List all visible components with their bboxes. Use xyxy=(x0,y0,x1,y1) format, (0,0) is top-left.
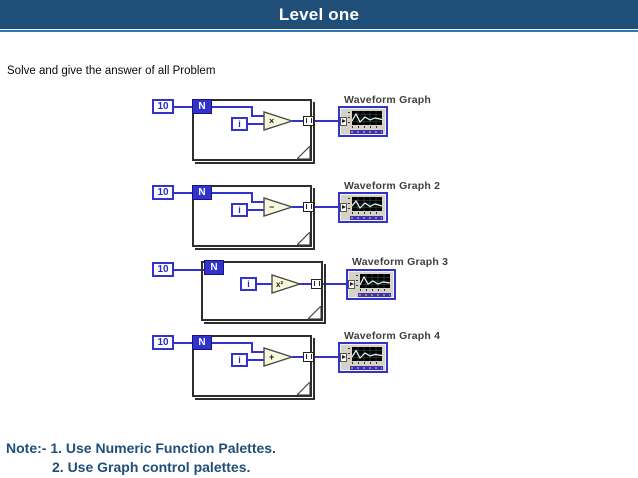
corner-fold-icon xyxy=(308,306,321,319)
loop-tunnel xyxy=(311,279,322,289)
svg-text:x²: x² xyxy=(276,280,283,289)
wire xyxy=(251,115,265,117)
numeric-constant: 10 xyxy=(152,99,174,114)
wire xyxy=(251,201,265,203)
loop-tunnel xyxy=(303,116,314,126)
x-axis-strip xyxy=(358,292,391,297)
loop-count-terminal: N xyxy=(192,99,212,114)
wire xyxy=(314,356,339,358)
iteration-terminal: i xyxy=(231,203,248,217)
numeric-constant: 10 xyxy=(152,335,174,350)
wire xyxy=(251,192,253,203)
wire xyxy=(292,356,304,358)
wire xyxy=(210,106,253,108)
wire xyxy=(292,120,304,122)
corner-fold-icon xyxy=(297,146,310,159)
terminal-arrow-icon xyxy=(348,280,355,289)
x-ticks xyxy=(352,212,382,214)
wire xyxy=(210,192,253,194)
block-diagram-1: Waveform Graph 10 N i × xyxy=(0,94,638,176)
wire xyxy=(174,106,192,108)
wire xyxy=(174,269,205,271)
wire xyxy=(251,342,253,353)
graph-label: Waveform Graph xyxy=(344,94,432,106)
for-loop-frame xyxy=(192,185,312,247)
iteration-terminal: i xyxy=(231,117,248,131)
graph-label: Waveform Graph 4 xyxy=(344,330,441,342)
wire xyxy=(248,209,265,211)
mini-plot xyxy=(352,197,382,211)
wire xyxy=(322,283,347,285)
waveform-graph-terminal xyxy=(338,106,388,137)
loop-count-terminal: N xyxy=(204,260,224,275)
y-ticks xyxy=(348,348,350,363)
title-banner: Level one xyxy=(0,0,638,29)
corner-fold-icon xyxy=(297,232,310,245)
banner-underline xyxy=(0,30,638,32)
wire xyxy=(248,123,265,125)
y-ticks xyxy=(348,198,350,213)
subtract-function-icon: − xyxy=(263,197,293,217)
intro-text: Solve and give the answer of all Problem xyxy=(7,65,216,77)
terminal-arrow-icon xyxy=(340,353,347,362)
y-ticks xyxy=(348,112,350,127)
loop-frame-shadow xyxy=(204,264,326,324)
note-line-2: 2. Use Graph control palettes. xyxy=(52,459,251,475)
wire xyxy=(314,120,339,122)
wire xyxy=(210,342,253,344)
x-ticks xyxy=(360,289,390,291)
page-title: Level one xyxy=(278,5,360,24)
block-diagram-2: Waveform Graph 2 10 N i − xyxy=(0,180,638,262)
loop-frame-shadow xyxy=(195,338,315,400)
graph-label: Waveform Graph 3 xyxy=(352,256,449,268)
mini-plot xyxy=(352,111,382,125)
wire xyxy=(251,106,253,117)
y-ticks xyxy=(356,275,358,290)
multiply-function-icon: × xyxy=(263,111,293,131)
svg-text:×: × xyxy=(269,116,274,126)
x-axis-strip xyxy=(350,365,383,370)
loop-tunnel xyxy=(303,202,314,212)
x-axis-strip xyxy=(350,129,383,134)
wire xyxy=(314,206,339,208)
wire xyxy=(257,283,272,285)
for-loop-frame xyxy=(192,99,312,161)
wire xyxy=(251,351,265,353)
mini-plot xyxy=(352,347,382,361)
iteration-terminal: i xyxy=(231,353,248,367)
loop-count-terminal: N xyxy=(192,335,212,350)
corner-fold-icon xyxy=(297,382,310,395)
note-line-1: Note:- 1. Use Numeric Function Palettes. xyxy=(6,440,276,456)
loop-count-terminal: N xyxy=(192,185,212,200)
x-ticks xyxy=(352,126,382,128)
terminal-arrow-icon xyxy=(340,117,347,126)
for-loop-frame xyxy=(192,335,312,397)
for-loop-frame xyxy=(201,261,323,321)
block-diagram-3: Waveform Graph 3 10 N i x² xyxy=(0,256,638,338)
loop-frame-shadow xyxy=(195,188,315,250)
add-function-icon: + xyxy=(263,347,293,367)
svg-text:+: + xyxy=(269,352,274,362)
x-axis-strip xyxy=(350,215,383,220)
wire xyxy=(248,359,265,361)
loop-tunnel xyxy=(303,352,314,362)
svg-text:−: − xyxy=(269,202,274,212)
mini-plot xyxy=(360,274,390,288)
wire xyxy=(174,342,192,344)
square-function-icon: x² xyxy=(271,274,301,294)
numeric-constant: 10 xyxy=(152,262,174,277)
block-diagram-4: Waveform Graph 4 10 N i + xyxy=(0,330,638,412)
wire xyxy=(174,192,192,194)
numeric-constant: 10 xyxy=(152,185,174,200)
waveform-graph-terminal xyxy=(338,342,388,373)
x-ticks xyxy=(352,362,382,364)
waveform-graph-terminal xyxy=(346,269,396,300)
terminal-arrow-icon xyxy=(340,203,347,212)
waveform-graph-terminal xyxy=(338,192,388,223)
loop-frame-shadow xyxy=(195,102,315,164)
wire xyxy=(299,283,312,285)
graph-label: Waveform Graph 2 xyxy=(344,180,441,192)
iteration-terminal: i xyxy=(240,277,257,291)
wire xyxy=(292,206,304,208)
